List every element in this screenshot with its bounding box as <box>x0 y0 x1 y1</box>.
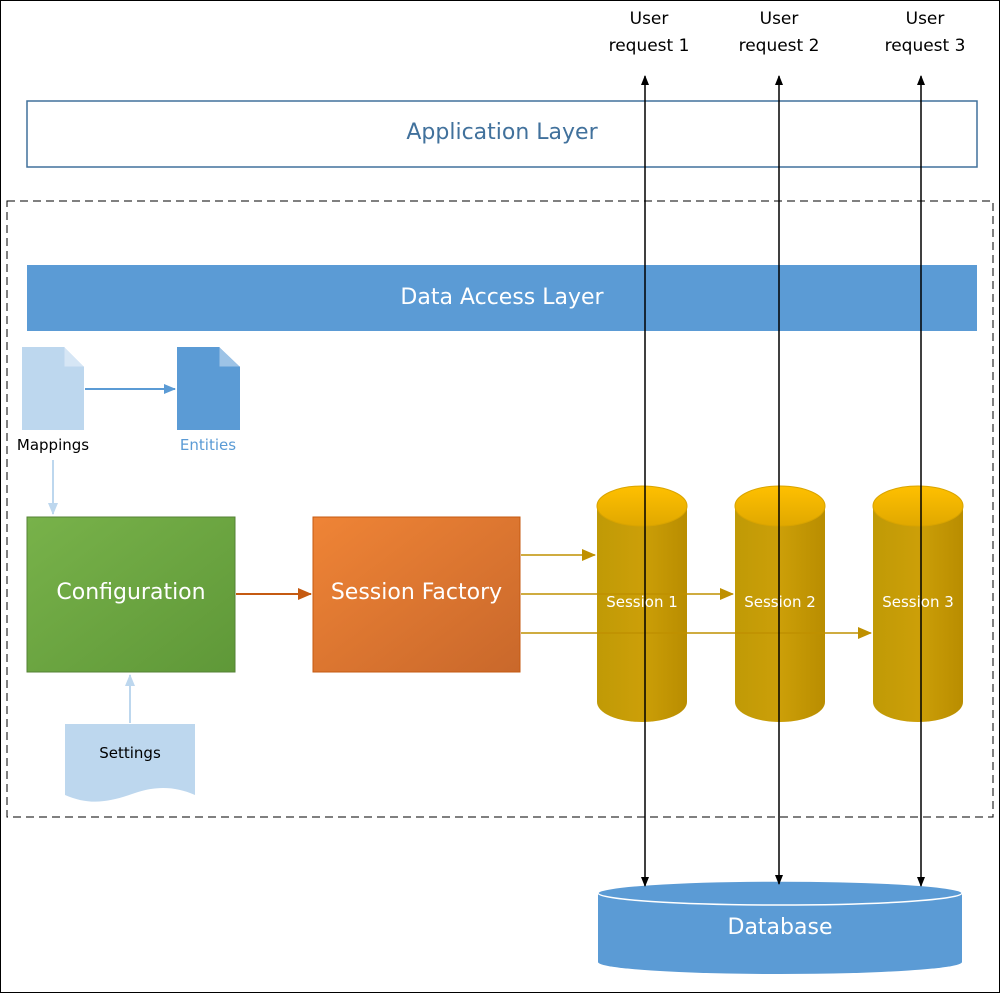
settings-label: Settings <box>99 744 161 762</box>
user-request-3-line2: request 3 <box>884 36 966 56</box>
user-request-3-line1: User <box>905 9 945 29</box>
session-1-label: Session 1 <box>606 593 678 611</box>
mappings-label: Mappings <box>16 436 90 454</box>
data-access-layer-label: Data Access Layer <box>400 285 604 310</box>
application-layer-box <box>26 100 978 168</box>
data-access-region <box>6 200 994 818</box>
database-cylinder <box>597 880 963 974</box>
user-request-2-label: User request 2 <box>729 6 829 60</box>
user-request-3-label: User request 3 <box>875 6 975 60</box>
database-label: Database <box>727 915 833 940</box>
session-2-label: Session 2 <box>744 593 816 611</box>
entities-document-icon <box>177 347 240 430</box>
session-factory-label: Session Factory <box>330 580 503 605</box>
user-request-1-line2: request 1 <box>608 36 690 56</box>
user-request-2-line1: User <box>759 9 799 29</box>
user-request-1-line1: User <box>629 9 669 29</box>
mappings-document-icon <box>22 347 84 430</box>
user-request-1-label: User request 1 <box>599 6 699 60</box>
session-3-label: Session 3 <box>882 593 954 611</box>
settings-document-icon <box>65 724 195 802</box>
application-layer-label: Application Layer <box>406 120 598 145</box>
configuration-box <box>26 516 236 673</box>
data-access-layer-box <box>27 265 977 331</box>
configuration-label: Configuration <box>56 580 206 605</box>
user-request-2-line2: request 2 <box>738 36 820 56</box>
session-factory-box <box>312 516 521 673</box>
entities-label: Entities <box>179 436 237 454</box>
